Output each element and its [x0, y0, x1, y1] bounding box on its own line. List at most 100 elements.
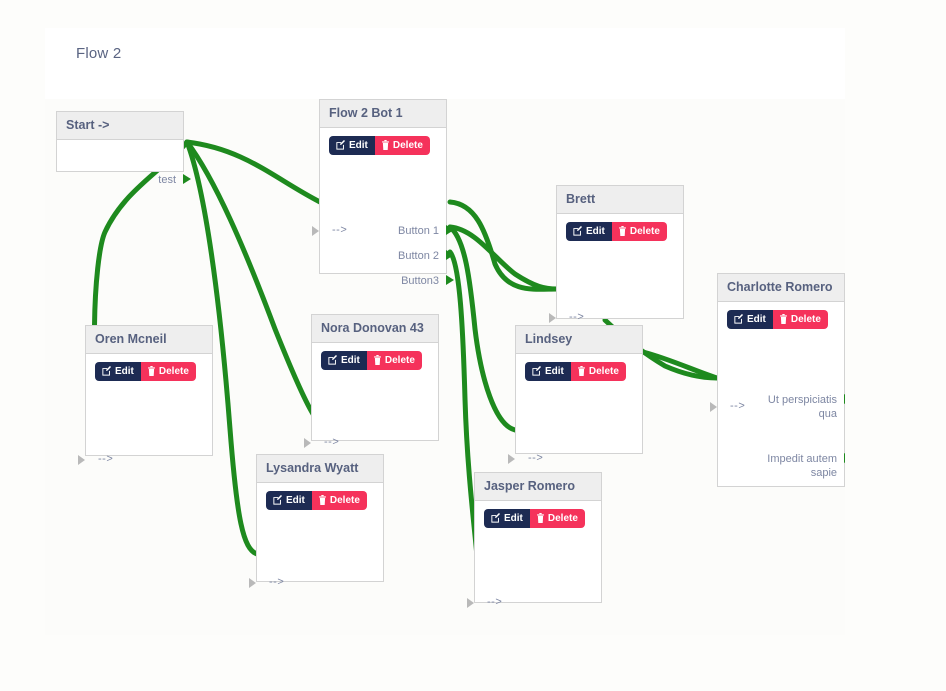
- trash-icon: [779, 314, 787, 324]
- trash-icon: [147, 366, 155, 376]
- node-output-port[interactable]: Ut perspiciatis qua: [767, 394, 837, 420]
- node-title: Flow 2 Bot 1: [320, 100, 446, 128]
- input-port-marker-icon: [304, 438, 311, 448]
- delete-button[interactable]: Delete: [366, 351, 422, 370]
- page-header-card: Flow 2: [45, 28, 845, 99]
- flow-edge: [447, 224, 560, 292]
- node-input-port[interactable]: -->: [487, 596, 503, 608]
- node-title: Oren Mcneil: [86, 326, 212, 354]
- node-title: Charlotte Romero: [718, 274, 844, 302]
- node-input-port[interactable]: -->: [98, 453, 114, 465]
- flow-edge: [184, 139, 323, 205]
- input-port-marker-icon: [78, 455, 85, 465]
- node-input-port[interactable]: -->: [730, 400, 746, 412]
- output-port-marker-icon: [183, 174, 191, 184]
- trash-icon: [577, 366, 585, 376]
- delete-button-label: Delete: [384, 355, 415, 366]
- delete-button-label: Delete: [629, 226, 660, 237]
- flow-node-flow2bot1[interactable]: Flow 2 Bot 1 Edit Delete --> Button 1 Button …: [312, 99, 454, 287]
- node-input-port[interactable]: -->: [569, 311, 585, 323]
- delete-button[interactable]: Delete: [611, 222, 667, 241]
- node-output-port[interactable]: Button3: [401, 275, 439, 287]
- edit-button-label: Edit: [504, 513, 523, 524]
- page-title: Flow 2: [76, 45, 122, 62]
- delete-button[interactable]: Delete: [529, 509, 585, 528]
- input-port-marker-icon: [467, 598, 474, 608]
- flow-node-start[interactable]: Start ->test: [56, 111, 191, 186]
- delete-button-label: Delete: [588, 366, 619, 377]
- delete-button-label: Delete: [547, 513, 578, 524]
- node-input-port[interactable]: -->: [269, 576, 285, 588]
- output-port-marker-icon: [446, 275, 454, 285]
- delete-button-label: Delete: [790, 314, 821, 325]
- flow-edge: [447, 224, 518, 433]
- node-output-port[interactable]: test: [158, 174, 176, 186]
- input-port-marker-icon: [508, 454, 515, 464]
- delete-button[interactable]: Delete: [570, 362, 626, 381]
- pencil-square-icon: [532, 366, 542, 376]
- node-body: test: [57, 140, 183, 186]
- edit-button-label: Edit: [586, 226, 605, 237]
- delete-button[interactable]: Delete: [140, 362, 196, 381]
- delete-button[interactable]: Delete: [374, 136, 430, 155]
- flow-edge: [447, 199, 560, 292]
- edit-button[interactable]: Edit: [321, 351, 367, 370]
- delete-button-label: Delete: [158, 366, 189, 377]
- node-action-buttons: Edit Delete: [321, 351, 422, 370]
- node-title: Lindsey: [516, 326, 642, 354]
- edit-button-label: Edit: [545, 366, 564, 377]
- edit-button[interactable]: Edit: [266, 491, 312, 510]
- edit-button[interactable]: Edit: [566, 222, 612, 241]
- edit-button[interactable]: Edit: [484, 509, 530, 528]
- edit-button[interactable]: Edit: [95, 362, 141, 381]
- edit-button[interactable]: Edit: [727, 310, 773, 329]
- node-title: Brett: [557, 186, 683, 214]
- pencil-square-icon: [336, 140, 346, 150]
- trash-icon: [373, 355, 381, 365]
- edit-button-label: Edit: [747, 314, 766, 325]
- output-port-marker-icon: [844, 394, 845, 404]
- node-output-port[interactable]: Button 2: [398, 250, 439, 262]
- node-title: Jasper Romero: [475, 473, 601, 501]
- node-action-buttons: Edit Delete: [95, 362, 196, 381]
- pencil-square-icon: [102, 366, 112, 376]
- pencil-square-icon: [573, 226, 583, 236]
- node-action-buttons: Edit Delete: [329, 136, 430, 155]
- trash-icon: [381, 140, 389, 150]
- delete-button-label: Delete: [392, 140, 423, 151]
- pencil-square-icon: [273, 495, 283, 505]
- node-title: Lysandra Wyatt: [257, 455, 383, 483]
- edit-button[interactable]: Edit: [329, 136, 375, 155]
- pencil-square-icon: [491, 513, 501, 523]
- node-input-port[interactable]: -->: [528, 452, 544, 464]
- node-body: Edit Delete -->: [508, 354, 642, 464]
- edit-button-label: Edit: [349, 140, 368, 151]
- node-input-port[interactable]: -->: [324, 436, 340, 448]
- delete-button[interactable]: Delete: [772, 310, 828, 329]
- input-port-marker-icon: [249, 578, 256, 588]
- node-body: Edit Delete -->: [304, 343, 438, 448]
- node-action-buttons: Edit Delete: [727, 310, 828, 329]
- node-action-buttons: Edit Delete: [525, 362, 626, 381]
- node-body: Edit Delete --> Button 1 Button 2 Button3: [312, 128, 446, 287]
- edit-button[interactable]: Edit: [525, 362, 571, 381]
- node-input-port[interactable]: -->: [332, 224, 348, 236]
- input-port-marker-icon: [710, 402, 717, 412]
- delete-button[interactable]: Delete: [311, 491, 367, 510]
- node-output-port[interactable]: Impedit autem sapie: [767, 453, 837, 479]
- node-body: Edit Delete -->: [467, 501, 601, 608]
- node-output-port[interactable]: Button 1: [398, 225, 439, 237]
- trash-icon: [318, 495, 326, 505]
- trash-icon: [618, 226, 626, 236]
- output-port-marker-icon: [446, 225, 454, 235]
